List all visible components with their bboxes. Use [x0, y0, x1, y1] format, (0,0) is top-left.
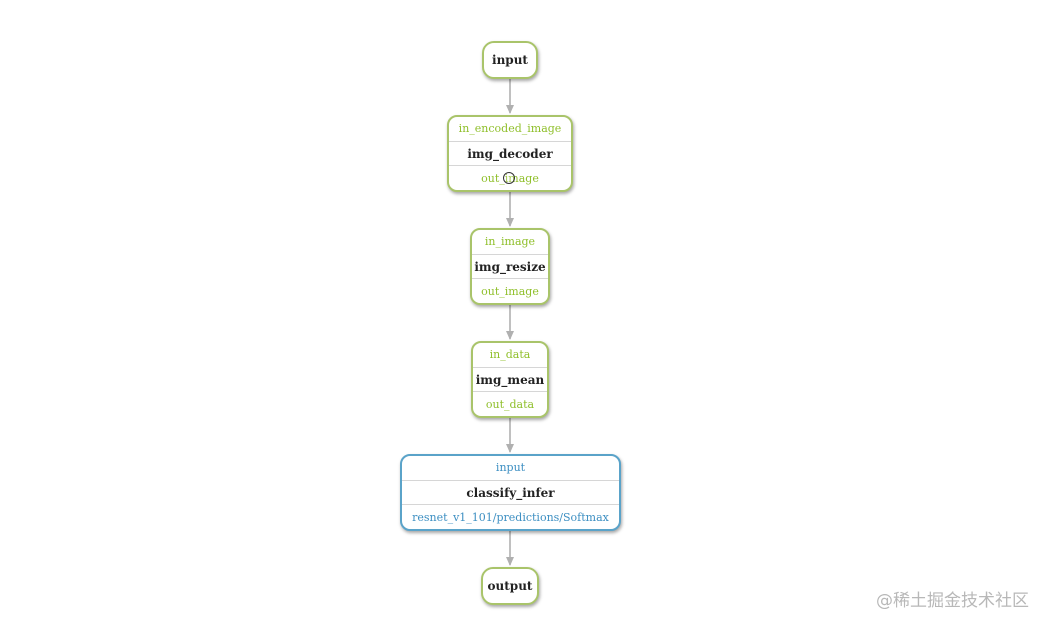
port-in-encoded-image[interactable]: in_encoded_image	[458, 122, 562, 136]
node-img-mean-name: img_mean	[473, 366, 547, 393]
port-in-data[interactable]: in_data	[489, 348, 531, 362]
node-input[interactable]: input	[482, 41, 538, 79]
node-img-mean[interactable]: in_data img_mean out_data	[471, 341, 549, 418]
watermark: @稀土掘金技术社区	[876, 591, 1029, 611]
node-input-label: input	[492, 53, 528, 67]
node-classify-infer-name: classify_infer	[402, 479, 619, 506]
node-output-label: output	[487, 579, 533, 593]
node-img-decoder-name: img_decoder	[449, 140, 571, 167]
node-img-resize[interactable]: in_image img_resize out_image	[470, 228, 550, 305]
port-input[interactable]: input	[495, 461, 526, 475]
port-in-image[interactable]: in_image	[484, 235, 536, 249]
port-resnet-softmax[interactable]: resnet_v1_101/predictions/Softmax	[412, 510, 609, 524]
cursor-circle-icon	[503, 172, 515, 184]
node-output[interactable]: output	[481, 567, 539, 605]
node-img-resize-name: img_resize	[472, 253, 548, 280]
node-classify-infer[interactable]: input classify_infer resnet_v1_101/predi…	[400, 454, 621, 531]
port-out-data[interactable]: out_data	[485, 397, 535, 411]
port-out-image-resize[interactable]: out_image	[481, 284, 539, 298]
